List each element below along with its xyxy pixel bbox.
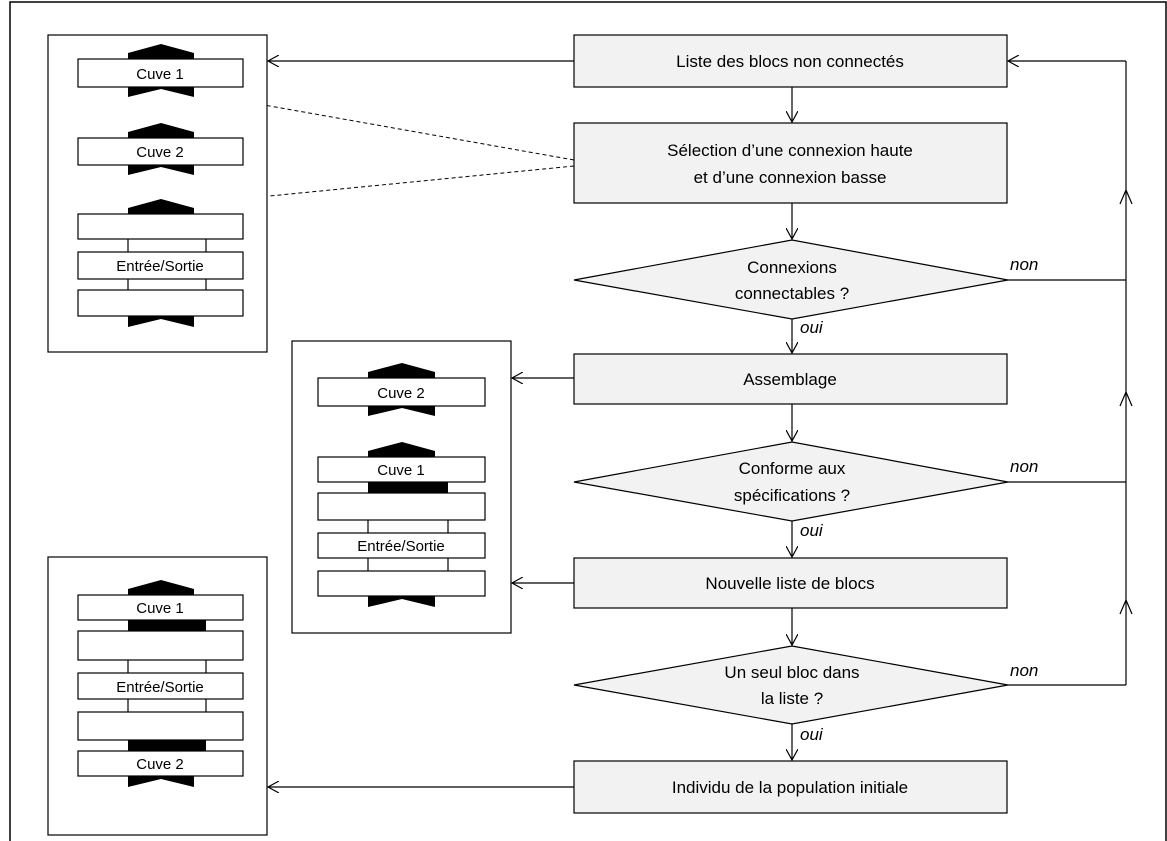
label-yes-2: oui xyxy=(800,521,824,540)
p1-tank1-block xyxy=(77,58,244,88)
p3-tank1-block xyxy=(77,594,244,621)
decision-connectable-line2: connectables ? xyxy=(735,284,849,303)
p1-tank2-bottom-connector xyxy=(128,165,194,175)
step-list-unconnected-box xyxy=(573,34,1008,88)
p3-tank1-io-coupling xyxy=(128,620,206,631)
label-no-3: non xyxy=(1010,661,1038,680)
p1-io-top-connector xyxy=(128,199,194,214)
p3-io-tank2-coupling xyxy=(128,740,206,751)
step-individual-box xyxy=(573,760,1008,814)
p2-tank2-block xyxy=(317,377,486,407)
dashed-arrow-selection-to-block3 xyxy=(219,165,575,201)
label-no-2: non xyxy=(1010,457,1038,476)
p2-io-label: Entrée/Sortie xyxy=(357,538,445,555)
p1-tank1-top-connector xyxy=(128,44,194,59)
loop-up-chevron-1 xyxy=(1119,188,1133,205)
decision-connectable-line1: Connexions xyxy=(747,258,837,277)
step-selection-label-line2: et d’une connexion basse xyxy=(694,168,887,187)
p1-io-lower-block xyxy=(77,289,244,317)
loop-up-chevron-2 xyxy=(1119,390,1133,407)
label-yes-1: oui xyxy=(800,318,824,337)
step-new-list-label: Nouvelle liste de blocs xyxy=(705,574,874,593)
p1-io-bottom-connector xyxy=(128,316,194,327)
dashed-arrow-selection-to-tank1 xyxy=(219,97,575,161)
p3-tank2-bottom-connector xyxy=(128,776,194,787)
p1-tank2-top-connector xyxy=(128,123,194,138)
p3-io-upper-block xyxy=(77,630,244,661)
decision-connectable-diamond xyxy=(573,239,1009,320)
p1-tank2-label: Cuve 2 xyxy=(136,144,184,161)
p1-io-label: Entrée/Sortie xyxy=(116,258,204,275)
p3-tank1-top-connector xyxy=(128,580,194,595)
p2-io-bottom-connector xyxy=(368,596,435,607)
decision-single-line2: la liste ? xyxy=(761,689,823,708)
p3-io-lower-block xyxy=(77,711,244,741)
p1-tank2-block xyxy=(77,137,244,166)
step-list-unconnected-label: Liste des blocs non connectés xyxy=(676,52,904,71)
step-selection-box xyxy=(573,122,1008,204)
decision-conform-line1: Conforme aux xyxy=(739,459,846,478)
p2-io-lower-block xyxy=(317,570,486,597)
step-assembly-box xyxy=(573,353,1008,405)
p2-tank1-io-coupling xyxy=(368,482,448,493)
p3-tank2-block xyxy=(77,750,244,777)
p3-io-label: Entrée/Sortie xyxy=(116,679,204,696)
p1-tank1-label: Cuve 1 xyxy=(136,66,184,83)
loop-up-chevron-3 xyxy=(1119,598,1133,615)
p2-tank1-label: Cuve 1 xyxy=(377,462,425,479)
p3-io-block xyxy=(77,672,244,700)
p2-io-block xyxy=(317,532,486,559)
outer-frame xyxy=(9,1,1167,841)
label-no-1: non xyxy=(1010,255,1038,274)
p3-tank1-label: Cuve 1 xyxy=(136,600,184,617)
p1-tank1-bottom-connector xyxy=(128,87,194,97)
decision-single-line1: Un seul bloc dans xyxy=(724,663,859,682)
decision-conform-diamond xyxy=(573,441,1009,522)
p1-io-block xyxy=(77,251,244,280)
p3-tank2-label: Cuve 2 xyxy=(136,756,184,773)
decision-single-diamond xyxy=(573,645,1009,725)
p2-io-upper-block xyxy=(317,492,486,521)
p2-tank2-top-connector xyxy=(368,363,435,378)
p2-tank2-bottom-connector xyxy=(368,406,435,416)
p1-io-upper-block xyxy=(77,213,244,240)
step-selection-label-line1: Sélection d’une connexion haute xyxy=(667,141,913,160)
p2-tank2-label: Cuve 2 xyxy=(377,385,425,402)
p2-tank1-top-connector xyxy=(368,442,435,457)
step-new-list-box xyxy=(573,557,1008,609)
step-individual-label: Individu de la population initiale xyxy=(672,778,908,797)
step-assembly-label: Assemblage xyxy=(743,370,837,389)
label-yes-3: oui xyxy=(800,725,824,744)
decision-conform-line2: spécifications ? xyxy=(734,486,850,505)
